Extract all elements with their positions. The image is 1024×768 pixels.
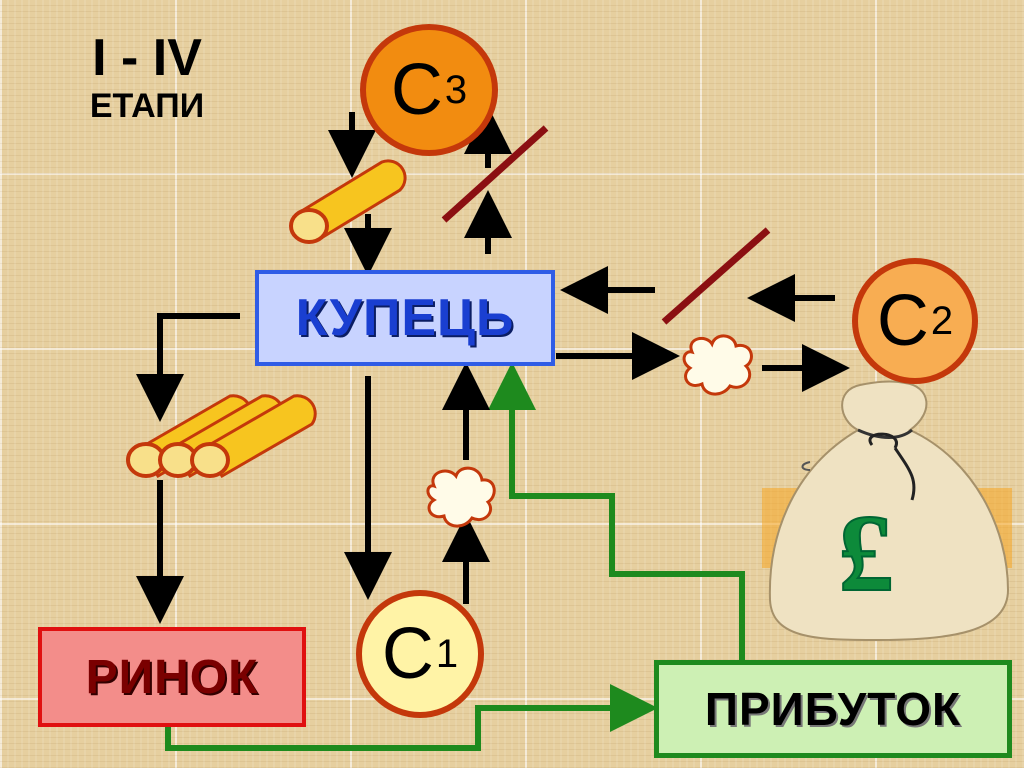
c3-index: 3 xyxy=(444,67,468,112)
blocked-bar-upper xyxy=(441,125,549,223)
money-bag-icon xyxy=(762,380,1012,642)
c2-letter: С xyxy=(876,281,929,361)
stages-range: I - IV xyxy=(92,29,202,87)
market-box: РИНОК xyxy=(38,627,306,727)
log-bundle-icon xyxy=(126,394,317,479)
c2-index: 2 xyxy=(930,298,954,343)
pound-sign-icon: £ xyxy=(839,492,894,614)
c1-letter: С xyxy=(381,614,434,694)
market-label: РИНОК xyxy=(85,650,259,704)
profit-label: ПРИБУТОК xyxy=(704,683,962,735)
stages-label: ЕТАПИ xyxy=(89,87,205,125)
stages-title: I - IV ЕТАПИ xyxy=(62,30,232,126)
log-icon xyxy=(289,159,407,244)
merchant-label: КУПЕЦЬ xyxy=(295,289,515,347)
merchant-box: КУПЕЦЬ xyxy=(255,270,555,366)
profit-box: ПРИБУТОК xyxy=(654,660,1012,758)
c3-letter: С xyxy=(390,50,443,130)
flow-arrows xyxy=(136,106,850,624)
blocked-bar-right xyxy=(661,227,771,325)
cotton-icon xyxy=(682,334,753,396)
profit-flow-lines xyxy=(165,362,745,751)
cotton-icon xyxy=(426,466,496,528)
c1-index: 1 xyxy=(435,631,459,676)
